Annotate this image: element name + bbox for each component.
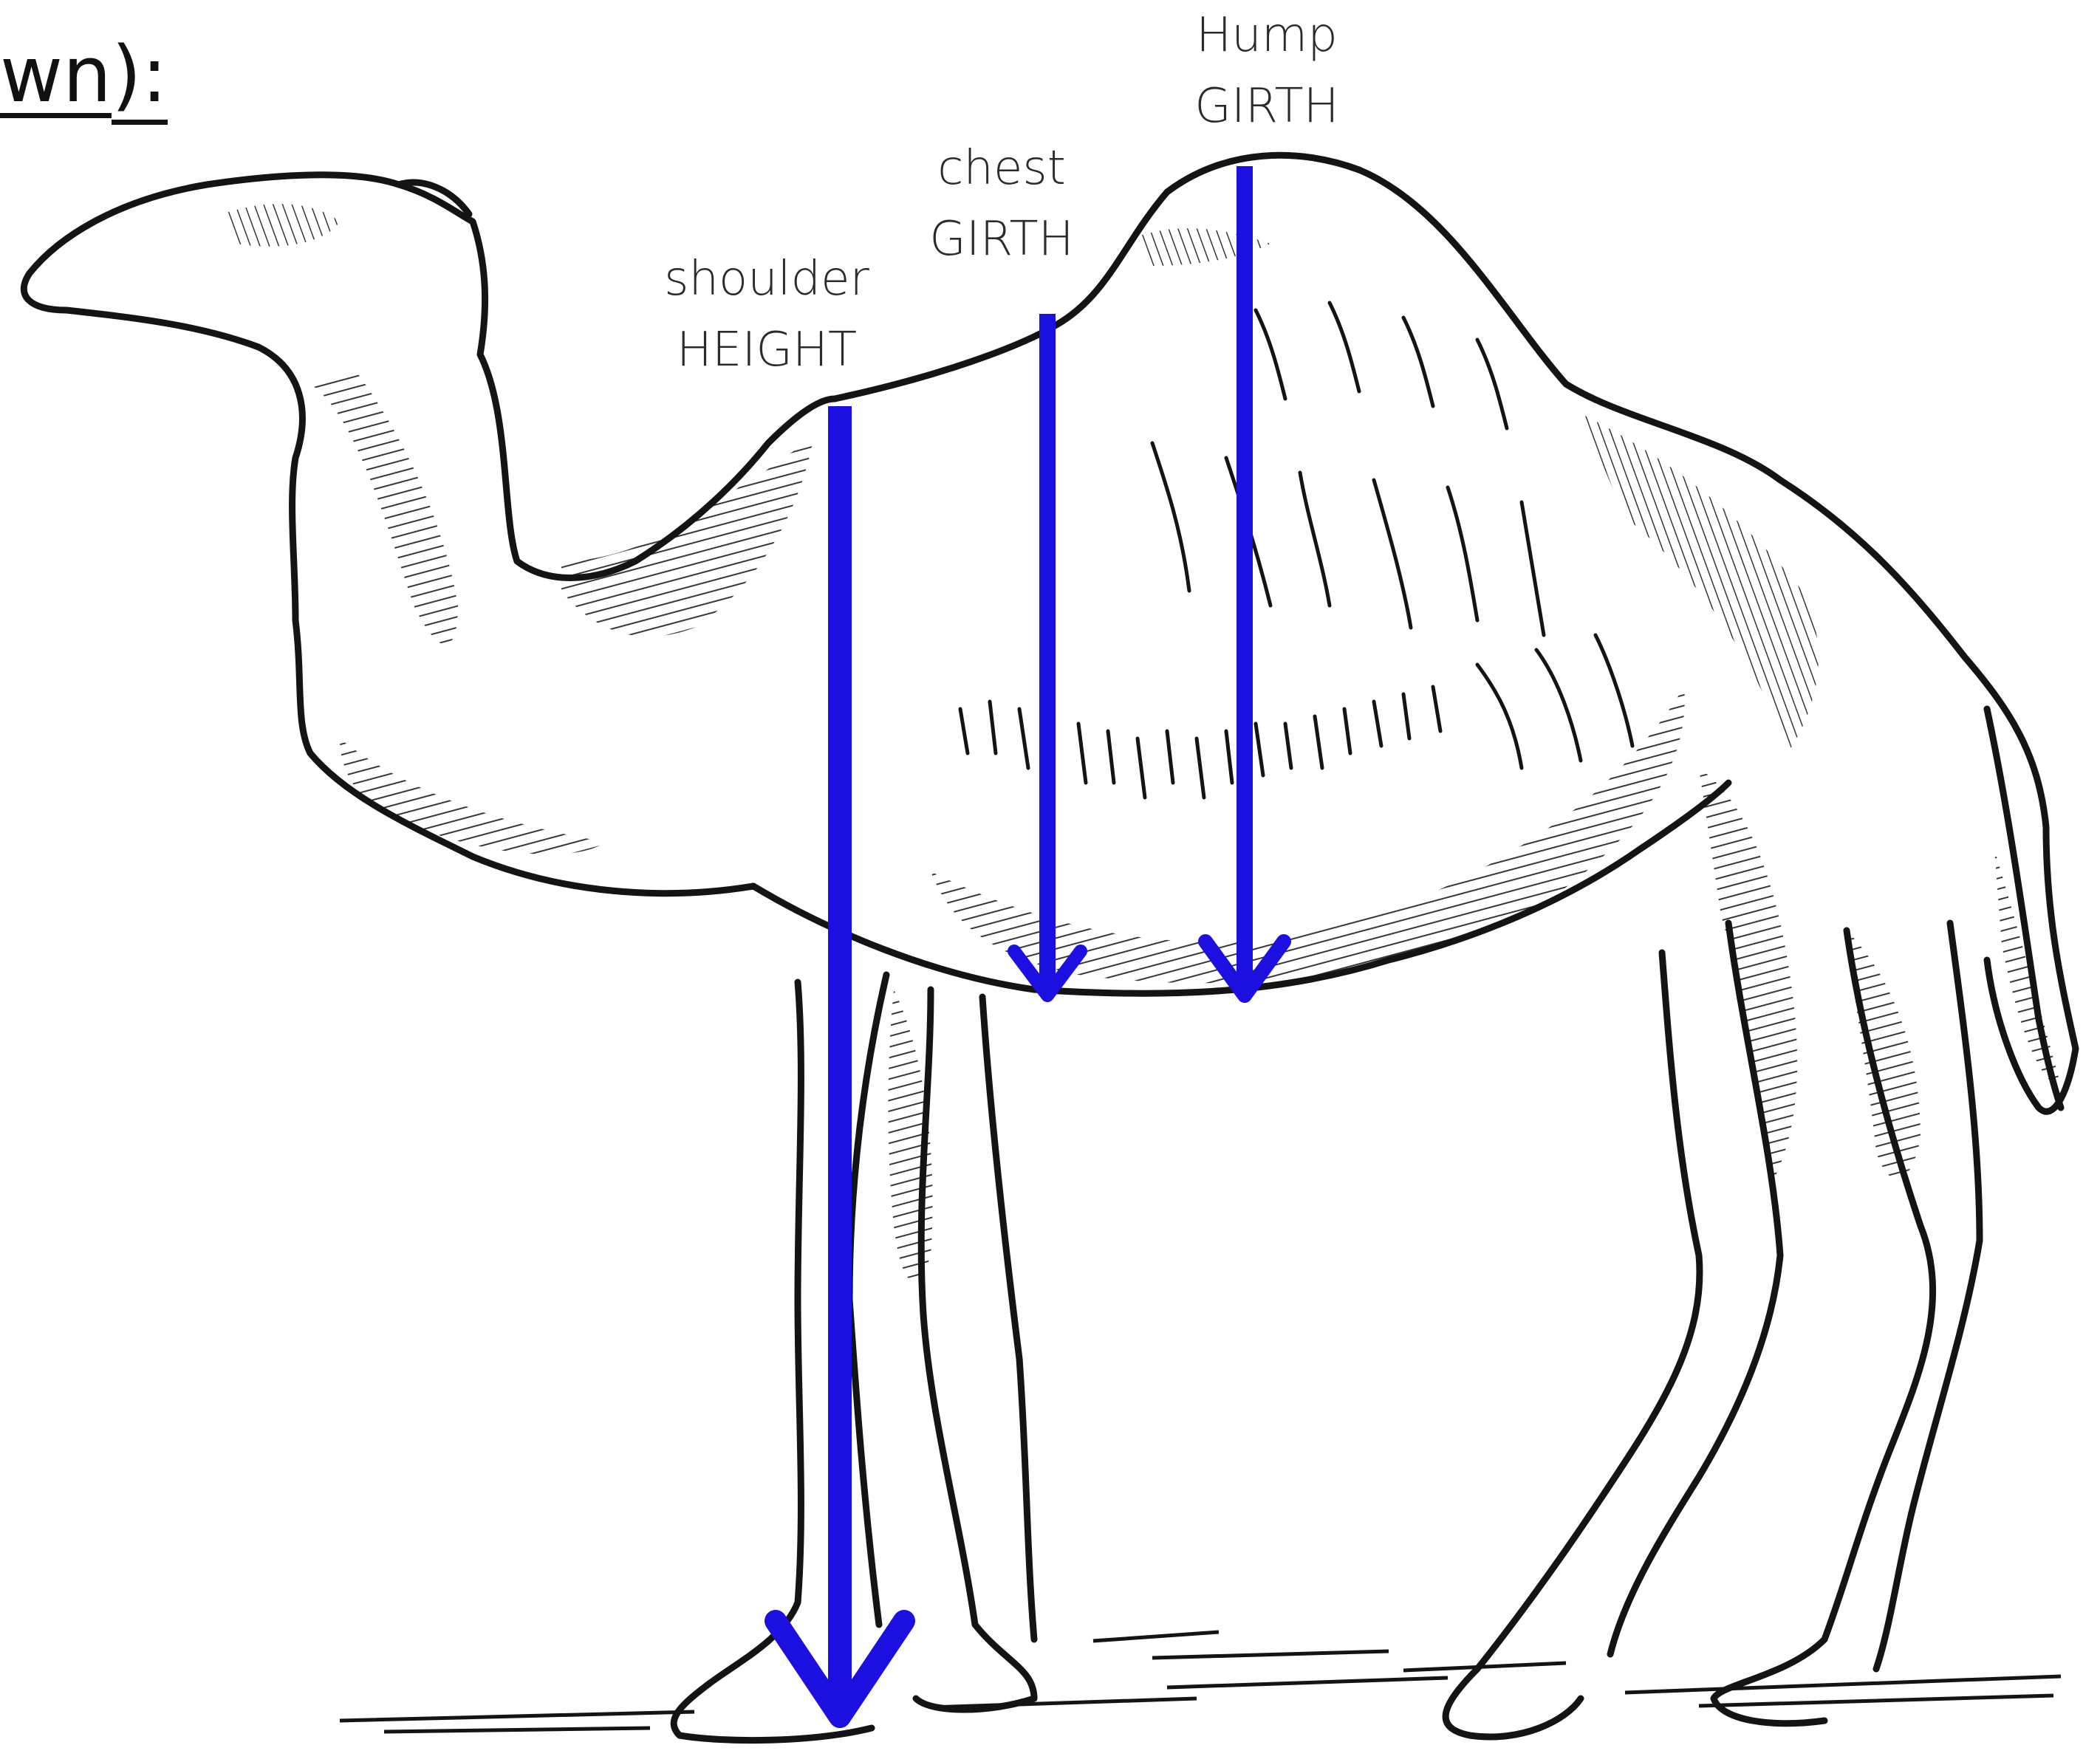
chest-girth-label: chest GIRTH	[898, 133, 1105, 275]
hump-girth-label: Hump GIRTH	[1171, 0, 1363, 142]
heading-fragment-text: wn	[0, 30, 112, 120]
shoulder-height-label: shoulder HEIGHT	[656, 244, 878, 385]
hump-girth-label-line2: GIRTH	[1171, 71, 1363, 142]
shoulder-height-label-line1: shoulder	[656, 244, 878, 315]
shoulder-height-label-line2: HEIGHT	[656, 315, 878, 385]
heading-fragment-tail: ):	[112, 30, 168, 125]
shoulder-height-arrow	[776, 406, 904, 1717]
chest-girth-label-line1: chest	[898, 133, 1105, 204]
chest-girth-label-line2: GIRTH	[898, 204, 1105, 275]
hump-girth-label-line1: Hump	[1171, 0, 1363, 71]
page-heading-fragment: wn):	[0, 30, 168, 120]
hump-girth-arrow	[1205, 166, 1284, 995]
chest-girth-arrow	[1014, 314, 1081, 995]
